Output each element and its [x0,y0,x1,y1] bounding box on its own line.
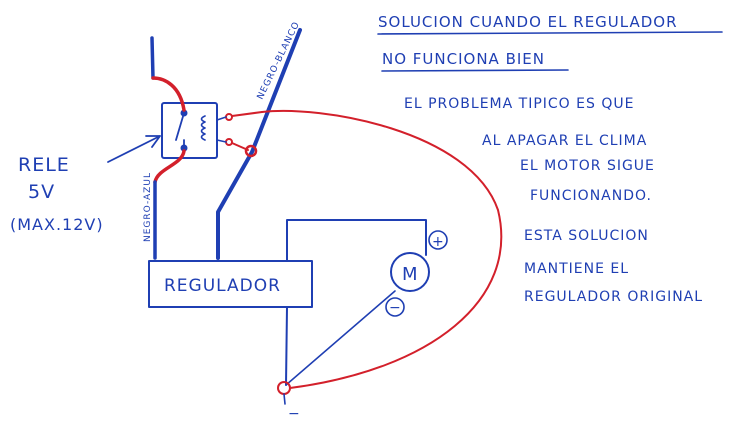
relay-switch-contact [175,112,185,149]
relay-jumper-top [151,76,186,112]
relay-coil [200,115,206,141]
coil-terminal-top [225,113,233,121]
motor-minus-label: − [389,300,402,316]
black-blue-wire-label: NEGRO-AZUL [143,172,153,242]
relay-pointer-arrow [107,135,161,163]
solution-line-2: MANTIENE EL [524,261,629,277]
relay-label: RELE [18,154,70,176]
title-line-1: SOLUCION CUANDO EL REGULADOR [378,13,678,31]
regulator-label: REGULADOR [164,276,281,296]
relay-voltage: 5V [28,181,55,203]
motor-plus-label: + [432,234,445,250]
motor-positive-wire [286,219,427,262]
relay-max-voltage: (MAX.12V) [10,215,104,234]
coil-wire-top [216,116,227,121]
title-underline-2 [381,69,569,72]
red-return-wire [261,109,503,389]
problem-line-3: EL MOTOR SIGUE [520,158,655,174]
solution-line-3: REGULADOR ORIGINAL [524,289,703,305]
motor-label: M [402,264,419,285]
ground-minus-label: − [288,406,301,422]
black-white-wire-label: NEGRO-BLANCO [256,20,302,101]
solution-line-1: ESTA SOLUCION [524,228,649,244]
relay-body [161,102,218,159]
ground-riser [285,306,288,386]
motor-minus-terminal [385,297,405,317]
input-wire [150,36,155,80]
ground-lead [283,393,286,405]
ground-point [277,381,291,395]
splice-point [244,144,258,158]
title-underline-1 [377,31,723,35]
relay-jumper-bottom [153,149,186,184]
motor-plus-terminal [428,230,448,250]
problem-line-4: FUNCIONANDO. [530,188,652,204]
problem-line-2: AL APAGAR EL CLIMA [482,133,647,149]
motor-ground-wire [285,290,396,386]
problem-line-1: EL PROBLEMA TIPICO ES QUE [404,96,634,112]
title-line-2: NO FUNCIONA BIEN [382,50,545,68]
coil-terminal-bottom [225,138,233,146]
coil-link-top [231,111,263,117]
motor [390,252,430,292]
regulator-box [148,260,313,308]
coil-wire-bottom [216,139,227,143]
black-white-wire [216,28,302,260]
